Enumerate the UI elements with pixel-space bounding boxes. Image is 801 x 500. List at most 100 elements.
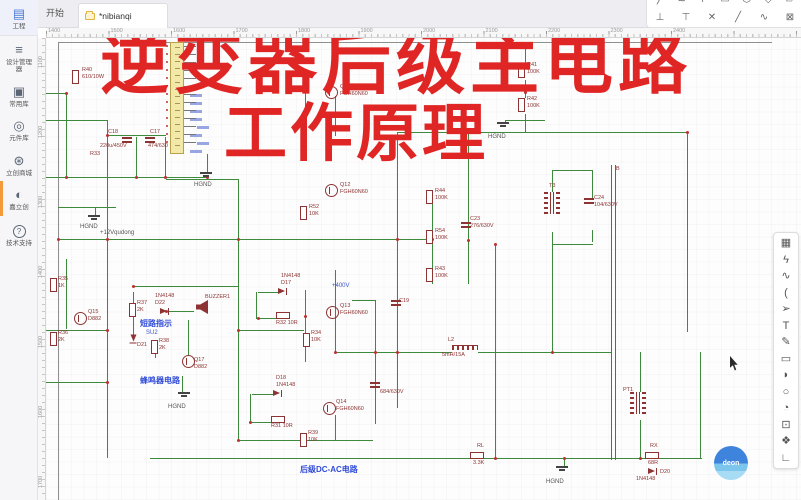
- wire[interactable]: [552, 170, 553, 192]
- wire-tool-icon[interactable]: ╱: [653, 0, 667, 7]
- capacitor-C18[interactable]: [122, 137, 132, 143]
- wire[interactable]: [188, 320, 189, 355]
- text-tool[interactable]: T: [782, 319, 790, 332]
- arc-tool[interactable]: (: [784, 286, 788, 299]
- rect-tool[interactable]: ▭: [780, 352, 792, 365]
- wire[interactable]: [256, 292, 257, 318]
- wire[interactable]: [335, 415, 336, 440]
- sidebar-item-common-library[interactable]: ▣常用库: [0, 78, 38, 113]
- diamond-shape-icon[interactable]: ◇: [761, 0, 775, 7]
- resistor-RX[interactable]: [645, 452, 659, 459]
- transistor-Q17[interactable]: [182, 355, 195, 368]
- wire[interactable]: [525, 80, 526, 98]
- diode-D17[interactable]: [278, 288, 288, 295]
- ground-hgnd-2[interactable]: [88, 215, 100, 223]
- wire[interactable]: [107, 120, 108, 458]
- resistor-RL[interactable]: [470, 452, 484, 459]
- wire[interactable]: [46, 330, 108, 331]
- wire[interactable]: [252, 394, 273, 395]
- wire[interactable]: [640, 352, 641, 392]
- wire[interactable]: [250, 422, 271, 423]
- wire[interactable]: [256, 318, 276, 319]
- wire[interactable]: [525, 42, 526, 64]
- transistor-Q11[interactable]: [325, 86, 338, 99]
- ground-hgnd-1[interactable]: [200, 172, 212, 180]
- sidebar-item-jlc[interactable]: ◐嘉立创: [0, 181, 38, 216]
- wire[interactable]: [46, 382, 108, 383]
- polygon-shape-icon[interactable]: ⬡: [740, 0, 754, 7]
- resistor-R35[interactable]: [50, 278, 57, 292]
- wire[interactable]: [468, 132, 469, 236]
- sheet-tool-icon[interactable]: ▱: [783, 0, 797, 7]
- wire[interactable]: [525, 114, 526, 132]
- resistor-R34[interactable]: [303, 333, 310, 347]
- wire[interactable]: [58, 207, 116, 208]
- arrow-tool[interactable]: ➢: [781, 303, 791, 315]
- resistor-R39[interactable]: [300, 433, 307, 447]
- wire[interactable]: [640, 420, 641, 458]
- connector-CON1[interactable]: [170, 42, 184, 154]
- wire[interactable]: [478, 352, 611, 353]
- capacitor-C17[interactable]: [145, 137, 155, 143]
- image-tool[interactable]: ▦: [780, 237, 792, 249]
- wire[interactable]: [335, 352, 452, 353]
- wire[interactable]: [66, 93, 67, 177]
- wire[interactable]: [258, 292, 278, 293]
- wire[interactable]: [495, 244, 496, 458]
- wire[interactable]: [375, 300, 376, 424]
- wire[interactable]: [505, 120, 545, 121]
- diode-D22[interactable]: [160, 308, 170, 315]
- wire[interactable]: [95, 207, 96, 215]
- netport-gnd-icon[interactable]: ⊥: [655, 12, 665, 23]
- sidebar-item-project[interactable]: ▤工程: [0, 0, 38, 36]
- resistor-R43[interactable]: [426, 268, 433, 282]
- resistor-R37[interactable]: [129, 303, 136, 317]
- resistor-R32[interactable]: [276, 312, 290, 319]
- netport-vcc-icon[interactable]: ⊤: [681, 12, 691, 23]
- connector-right-edge[interactable]: [611, 165, 616, 460]
- diode-D21[interactable]: [130, 335, 137, 345]
- bezier-tool[interactable]: ∿: [781, 270, 791, 282]
- wire[interactable]: [107, 135, 166, 136]
- wire[interactable]: [136, 137, 137, 177]
- tab-file-nibianqi[interactable]: *nibianqi: [78, 3, 168, 28]
- ground-hgnd-3[interactable]: [497, 122, 509, 130]
- wire[interactable]: [592, 230, 593, 242]
- wire[interactable]: [46, 177, 208, 178]
- wire[interactable]: [552, 232, 553, 352]
- drag-tool[interactable]: ❖: [781, 435, 791, 447]
- closed-shape-tool[interactable]: ◗: [782, 369, 790, 381]
- wire[interactable]: [238, 179, 239, 440]
- wire[interactable]: [305, 290, 306, 362]
- diode-D18[interactable]: [273, 390, 283, 397]
- wire[interactable]: [592, 170, 593, 198]
- resistor-R41[interactable]: [518, 64, 525, 78]
- capacitor-684[interactable]: [370, 382, 380, 388]
- resistor-R38[interactable]: [151, 340, 158, 354]
- wire[interactable]: [250, 394, 251, 422]
- wire[interactable]: [166, 311, 194, 312]
- wire[interactable]: [155, 352, 156, 358]
- wire[interactable]: [166, 179, 238, 180]
- wire[interactable]: [397, 132, 687, 133]
- wire[interactable]: [182, 376, 183, 392]
- line-tool-icon[interactable]: ╱: [734, 12, 742, 23]
- wire[interactable]: [66, 259, 67, 329]
- ground-hgnd-4[interactable]: [178, 392, 190, 400]
- capacitor-C24[interactable]: [584, 198, 594, 204]
- ground-hgnd-5[interactable]: [556, 466, 568, 474]
- wire[interactable]: [238, 330, 304, 331]
- resistor-R44[interactable]: [426, 190, 433, 204]
- no-connect-icon[interactable]: ✕: [707, 12, 717, 23]
- wire[interactable]: [165, 137, 166, 177]
- sidebar-item-design-manager[interactable]: ≡设计管理器: [0, 36, 38, 78]
- transistor-Q14[interactable]: [323, 402, 336, 415]
- transformer-T3[interactable]: [544, 192, 560, 214]
- wire[interactable]: [207, 154, 208, 172]
- capacitor-C19[interactable]: [391, 300, 401, 306]
- rect-shape-icon[interactable]: ▭: [718, 0, 732, 7]
- resistor-R36[interactable]: [50, 332, 57, 346]
- wire[interactable]: [564, 458, 565, 466]
- sidebar-item-component-library[interactable]: ◎元件库: [0, 112, 38, 147]
- measure-tool[interactable]: ∟: [780, 451, 792, 464]
